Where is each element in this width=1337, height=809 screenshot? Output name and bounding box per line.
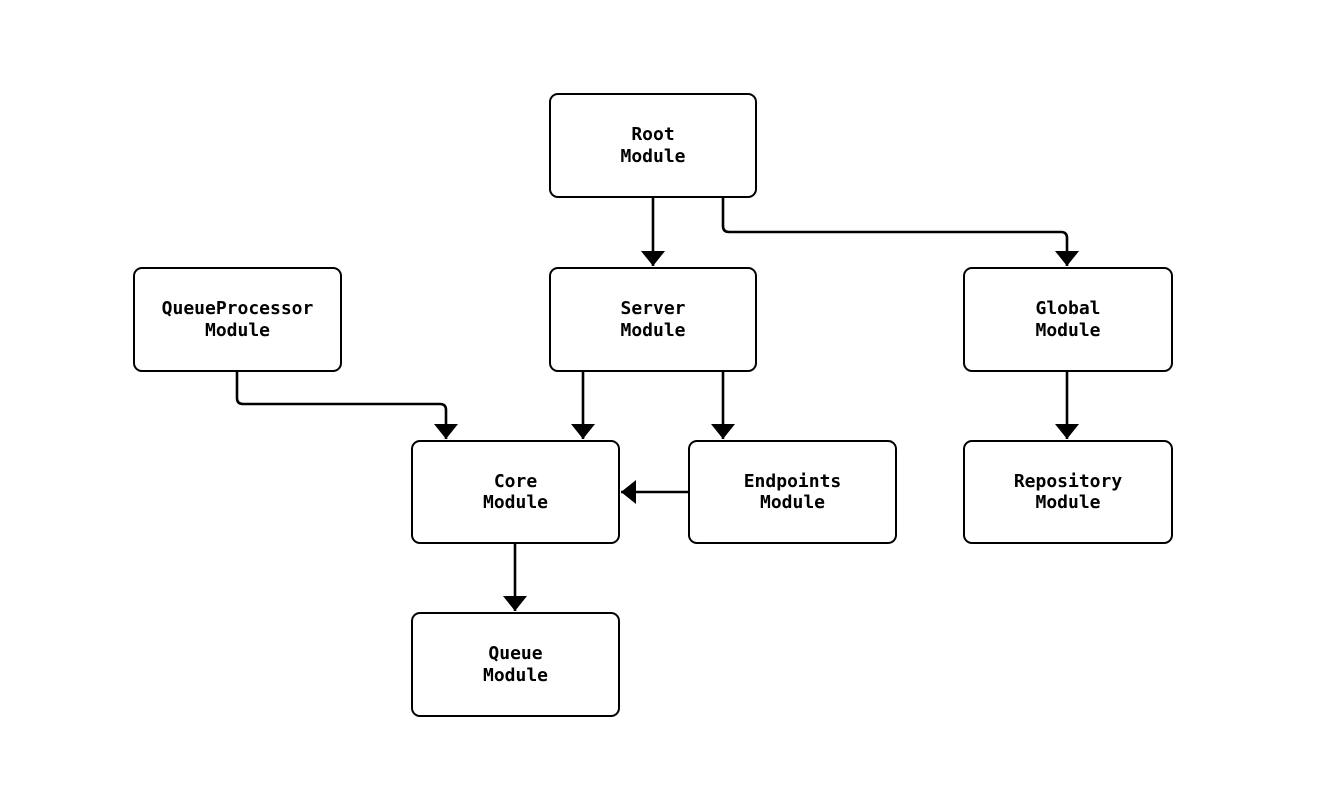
- node-repository-module-suffix: Module: [1035, 492, 1101, 513]
- node-global-module: Global Module: [963, 267, 1173, 372]
- node-endpoints-module: Endpoints Module: [688, 440, 897, 544]
- node-queueprocessor-module-suffix: Module: [204, 319, 271, 341]
- edge-root-to-global: [721, 198, 1079, 266]
- node-server-module-name: Server: [620, 298, 686, 319]
- node-global-module-name: Global: [1035, 298, 1101, 319]
- node-global-module-suffix: Module: [1035, 319, 1101, 341]
- node-queue-module: Queue Module: [411, 612, 620, 717]
- node-root-module: Root Module: [549, 93, 757, 198]
- node-core-module-name: Core: [493, 470, 538, 492]
- node-root-module-suffix: Module: [620, 145, 686, 167]
- node-endpoints-module-suffix: Module: [759, 492, 826, 513]
- node-root-module-name: Root: [631, 124, 675, 145]
- node-queue-module-name: Queue: [488, 643, 543, 664]
- node-server-module: Server Module: [549, 267, 757, 372]
- node-repository-module-name: Repository: [1013, 470, 1123, 492]
- node-core-module: Core Module: [411, 440, 620, 544]
- node-queueprocessor-module-name: QueueProcessor: [161, 298, 314, 319]
- node-endpoints-module-name: Endpoints: [743, 470, 842, 492]
- node-queue-module-suffix: Module: [482, 664, 549, 686]
- node-core-module-suffix: Module: [482, 492, 549, 513]
- node-server-module-suffix: Module: [620, 319, 686, 341]
- edge-queueprocessor-to-core: [235, 372, 458, 439]
- node-repository-module: Repository Module: [963, 440, 1173, 544]
- node-queueprocessor-module: QueueProcessor Module: [133, 267, 342, 372]
